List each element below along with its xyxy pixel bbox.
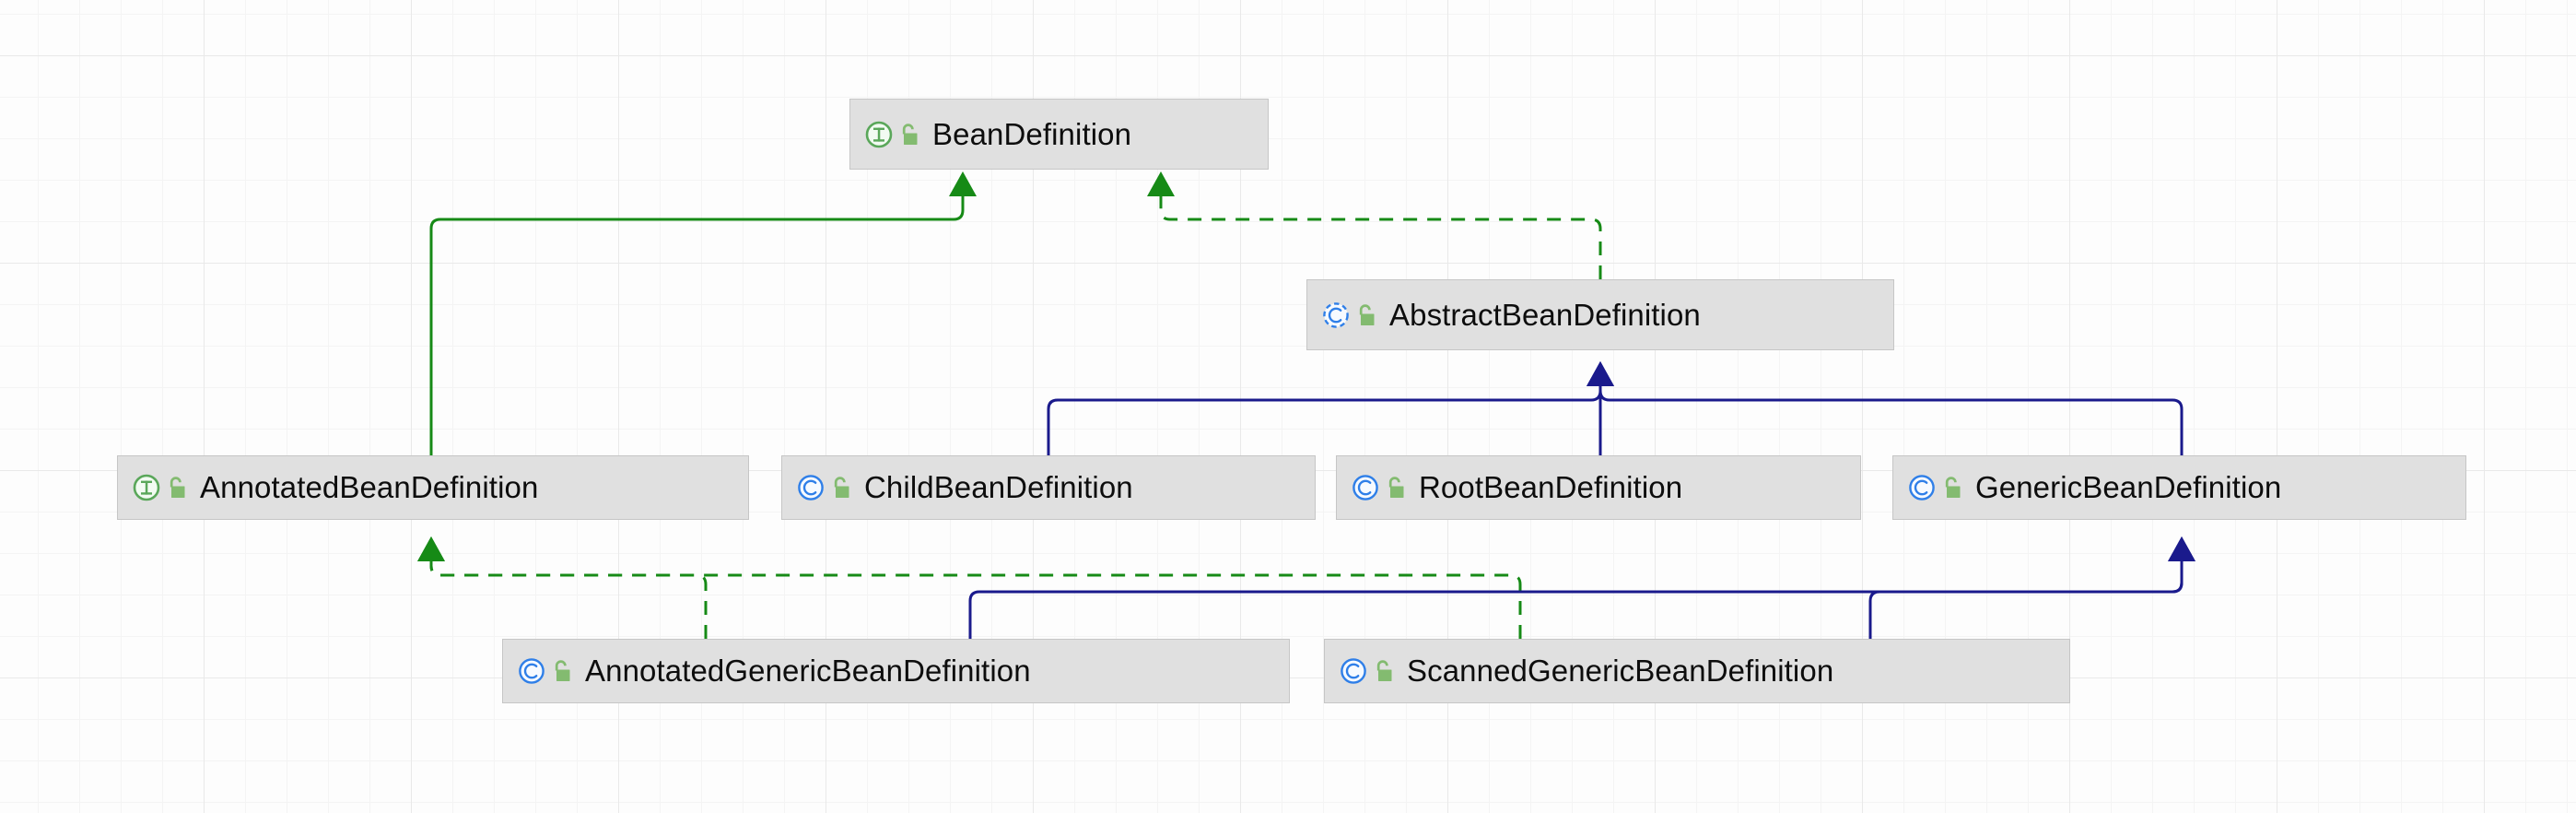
class-icon: [798, 475, 824, 501]
class-node-scannedgenericbeandefinition[interactable]: ScannedGenericBeanDefinition: [1324, 639, 2070, 703]
edge-arrowhead: [417, 536, 445, 561]
unlocked-padlock-icon: [1359, 303, 1375, 325]
unlocked-padlock-icon: [1388, 477, 1404, 498]
unlocked-padlock-icon: [902, 123, 918, 145]
class-icon: [1909, 475, 1935, 501]
class-node-annotatedbeandefinition[interactable]: AnnotatedBeanDefinition: [117, 455, 749, 520]
class-node-abstractbeandefinition[interactable]: AbstractBeanDefinition: [1306, 279, 1894, 350]
unlocked-padlock-icon: [555, 660, 570, 681]
unlocked-padlock-icon: [834, 477, 849, 498]
class-node-label: AnnotatedGenericBeanDefinition: [585, 654, 1031, 688]
edge-extends: [1587, 361, 2184, 455]
unlocked-padlock-icon: [1945, 477, 1961, 498]
class-icon: [519, 658, 544, 684]
class-node-label: AbstractBeanDefinition: [1389, 297, 1701, 332]
class-node-childbeandefinition[interactable]: ChildBeanDefinition: [781, 455, 1316, 520]
edge-implements: [417, 536, 708, 639]
class-node-label: ChildBeanDefinition: [864, 470, 1133, 504]
class-node-beandefinition[interactable]: BeanDefinition: [849, 99, 1269, 170]
class-node-label: AnnotatedBeanDefinition: [200, 470, 539, 504]
interface-icon: [865, 121, 893, 147]
edge-extends: [1868, 536, 2195, 639]
class-node-label: BeanDefinition: [932, 116, 1132, 151]
edge-arrowhead: [1147, 171, 1175, 196]
class-icon: [1341, 658, 1366, 684]
edge-extends: [968, 536, 2195, 639]
interface-icon: [133, 474, 160, 501]
edge-implements: [417, 536, 1522, 639]
class-node-label: GenericBeanDefinition: [1975, 470, 2282, 504]
class-node-rootbeandefinition[interactable]: RootBeanDefinition: [1336, 455, 1861, 520]
abstract-class-icon: [1323, 301, 1349, 328]
unlocked-padlock-icon: [1376, 660, 1392, 681]
class-icon: [1352, 475, 1378, 501]
edge-extends: [1047, 361, 1614, 455]
class-node-label: ScannedGenericBeanDefinition: [1407, 654, 1834, 688]
class-node-genericbeandefinition[interactable]: GenericBeanDefinition: [1892, 455, 2466, 520]
edge-arrowhead: [949, 171, 977, 196]
edge-implements: [1147, 171, 1602, 279]
unlocked-padlock-icon: [170, 477, 185, 498]
edge-arrowhead: [1587, 361, 1614, 386]
class-node-label: RootBeanDefinition: [1419, 470, 1683, 504]
edge-extends: [429, 171, 977, 455]
class-node-annotatedgenericbeandefinition[interactable]: AnnotatedGenericBeanDefinition: [502, 639, 1290, 703]
edge-arrowhead: [2168, 536, 2195, 561]
